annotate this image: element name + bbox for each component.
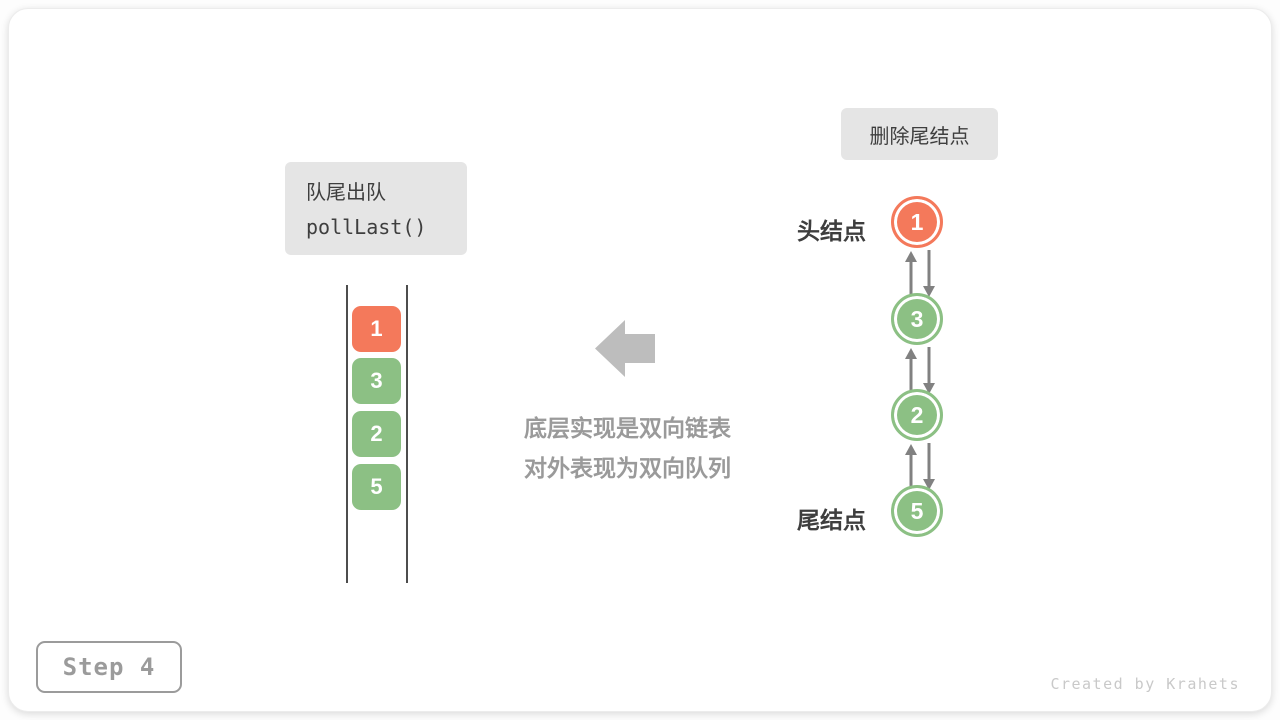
list-node: 1 bbox=[891, 196, 943, 248]
deque-cell: 3 bbox=[352, 358, 401, 404]
head-node-label: 头结点 bbox=[797, 218, 866, 244]
tail-node-label: 尾结点 bbox=[797, 507, 866, 533]
list-node: 3 bbox=[891, 293, 943, 345]
link-arrows-icon bbox=[905, 347, 935, 395]
deque-wall-left bbox=[346, 285, 348, 583]
deque-cell: 5 bbox=[352, 464, 401, 510]
poll-last-code: pollLast() bbox=[306, 215, 427, 239]
left-block-arrow-icon bbox=[595, 320, 655, 377]
link-arrows-icon bbox=[905, 443, 935, 491]
note-line-1: 底层实现是双向链表 bbox=[524, 415, 731, 441]
deque-cell: 1 bbox=[352, 306, 401, 352]
list-node: 2 bbox=[891, 389, 943, 441]
link-arrows-icon bbox=[905, 250, 935, 298]
queue-op-label: 队尾出队 pollLast() bbox=[285, 162, 467, 255]
delete-tail-label: 删除尾结点 bbox=[841, 108, 998, 160]
deque-wall-right bbox=[406, 285, 408, 583]
deque-cell: 2 bbox=[352, 411, 401, 457]
note-text: 底层实现是双向链表 对外表现为双向队列 bbox=[455, 408, 800, 488]
note-line-2: 对外表现为双向队列 bbox=[524, 455, 731, 481]
queue-op-title: 队尾出队 bbox=[306, 182, 386, 204]
credit-text: Created by Krahets bbox=[1050, 675, 1240, 693]
list-node: 5 bbox=[891, 485, 943, 537]
step-badge: Step 4 bbox=[36, 641, 182, 693]
